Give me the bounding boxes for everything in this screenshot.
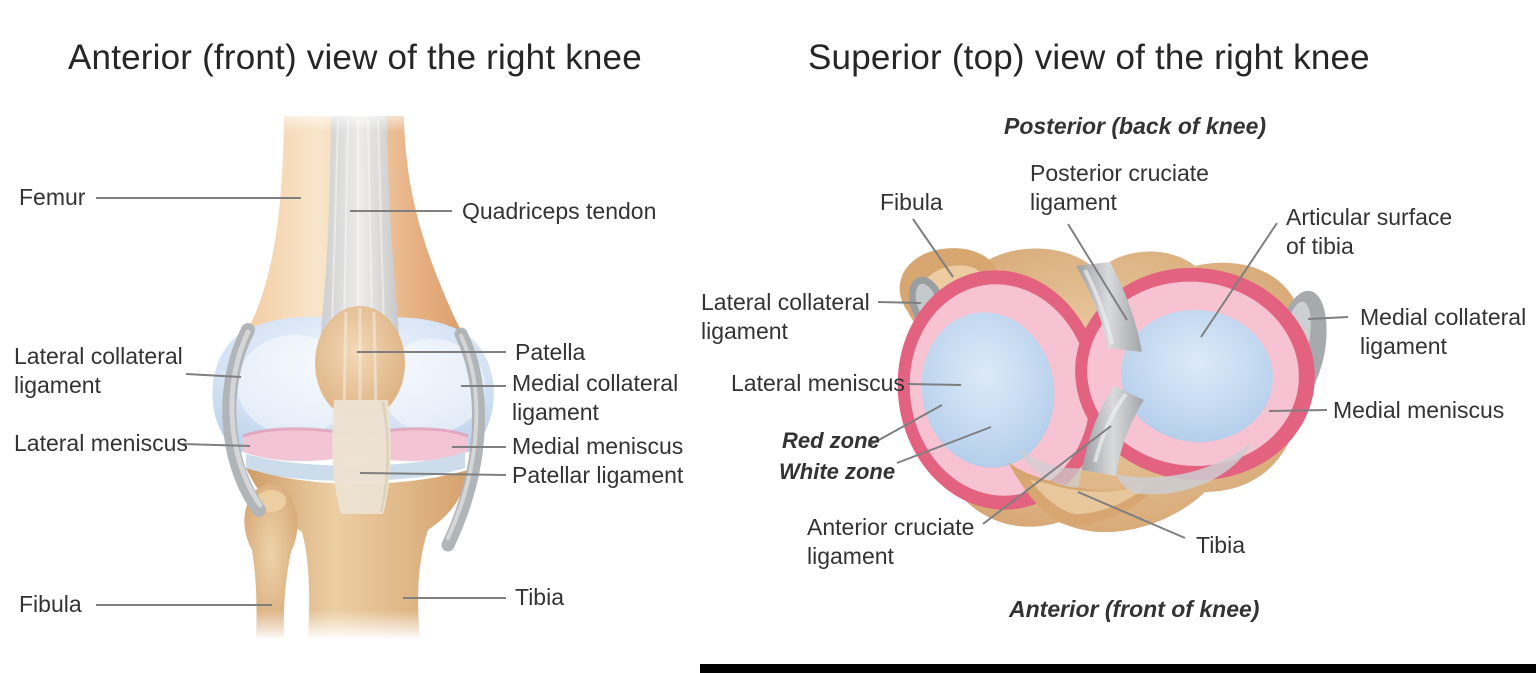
label-posterior-orientation: Posterior (back of knee)	[1004, 113, 1267, 139]
label-medial-collateral-ligament: Medial collateral ligament	[512, 370, 679, 425]
label-patella: Patella	[515, 339, 586, 365]
left-panel-title: Anterior (front) view of the right knee	[68, 38, 642, 77]
label-lateral-collateral-ligament: Lateral collateral ligament	[14, 343, 183, 398]
lateral-articular-surface	[921, 312, 1055, 468]
anterior-knee-illustration	[96, 104, 507, 640]
label-anterior-orientation: Anterior (front of knee)	[1009, 596, 1260, 622]
right-panel-title: Superior (top) view of the right knee	[808, 38, 1370, 77]
label-lateral-collateral-ligament-top: Lateral collateral ligament	[701, 289, 870, 344]
tibia-bone	[246, 468, 468, 638]
top-fade	[225, 104, 490, 132]
ligament-webbing	[1018, 448, 1082, 488]
patella-fibers	[342, 308, 378, 418]
tendon-fibers	[331, 119, 385, 331]
label-patellar-ligament: Patellar ligament	[512, 462, 684, 488]
fibula-bone	[244, 483, 298, 638]
acl-highlight	[1093, 392, 1128, 463]
ligament-highlight	[229, 329, 263, 508]
label-lateral-meniscus-top: Lateral meniscus	[731, 370, 905, 396]
label-medial-collateral-ligament-top: Medial collateral ligament	[1360, 304, 1527, 359]
label-fibula: Fibula	[19, 591, 82, 617]
label-articular-surface-of-tibia: Articular surface of tibia	[1286, 204, 1453, 259]
label-medial-meniscus-top: Medial meniscus	[1333, 397, 1505, 423]
right-leader-lines	[867, 218, 1349, 539]
label-femur: Femur	[19, 184, 86, 210]
label-fibula-top: Fibula	[880, 189, 943, 215]
label-medial-meniscus: Medial meniscus	[512, 433, 684, 459]
label-tibia-top: Tibia	[1196, 532, 1245, 558]
label-red-zone: Red zone	[782, 428, 880, 453]
label-quadriceps-tendon: Quadriceps tendon	[462, 198, 657, 224]
patellar-ligament-shape	[332, 400, 391, 514]
label-lateral-meniscus: Lateral meniscus	[14, 430, 188, 456]
bottom-fade	[235, 610, 490, 640]
patellar-ligament-edge	[379, 401, 389, 513]
left-leader-lines	[96, 197, 507, 606]
superior-knee-illustration	[867, 218, 1349, 539]
medial-articular-surface	[1121, 309, 1273, 443]
bottom-black-bar	[700, 664, 1536, 673]
label-posterior-cruciate-ligament: Posterior cruciate ligament	[1030, 160, 1209, 215]
ligament-highlight	[446, 334, 479, 540]
ligament-webbing	[1116, 442, 1252, 495]
pcl-highlight	[1083, 269, 1114, 345]
condyle-highlight	[381, 339, 485, 433]
label-white-zone: White zone	[779, 459, 896, 484]
label-tibia: Tibia	[515, 584, 564, 610]
label-anterior-cruciate-ligament: Anterior cruciate ligament	[807, 514, 975, 569]
